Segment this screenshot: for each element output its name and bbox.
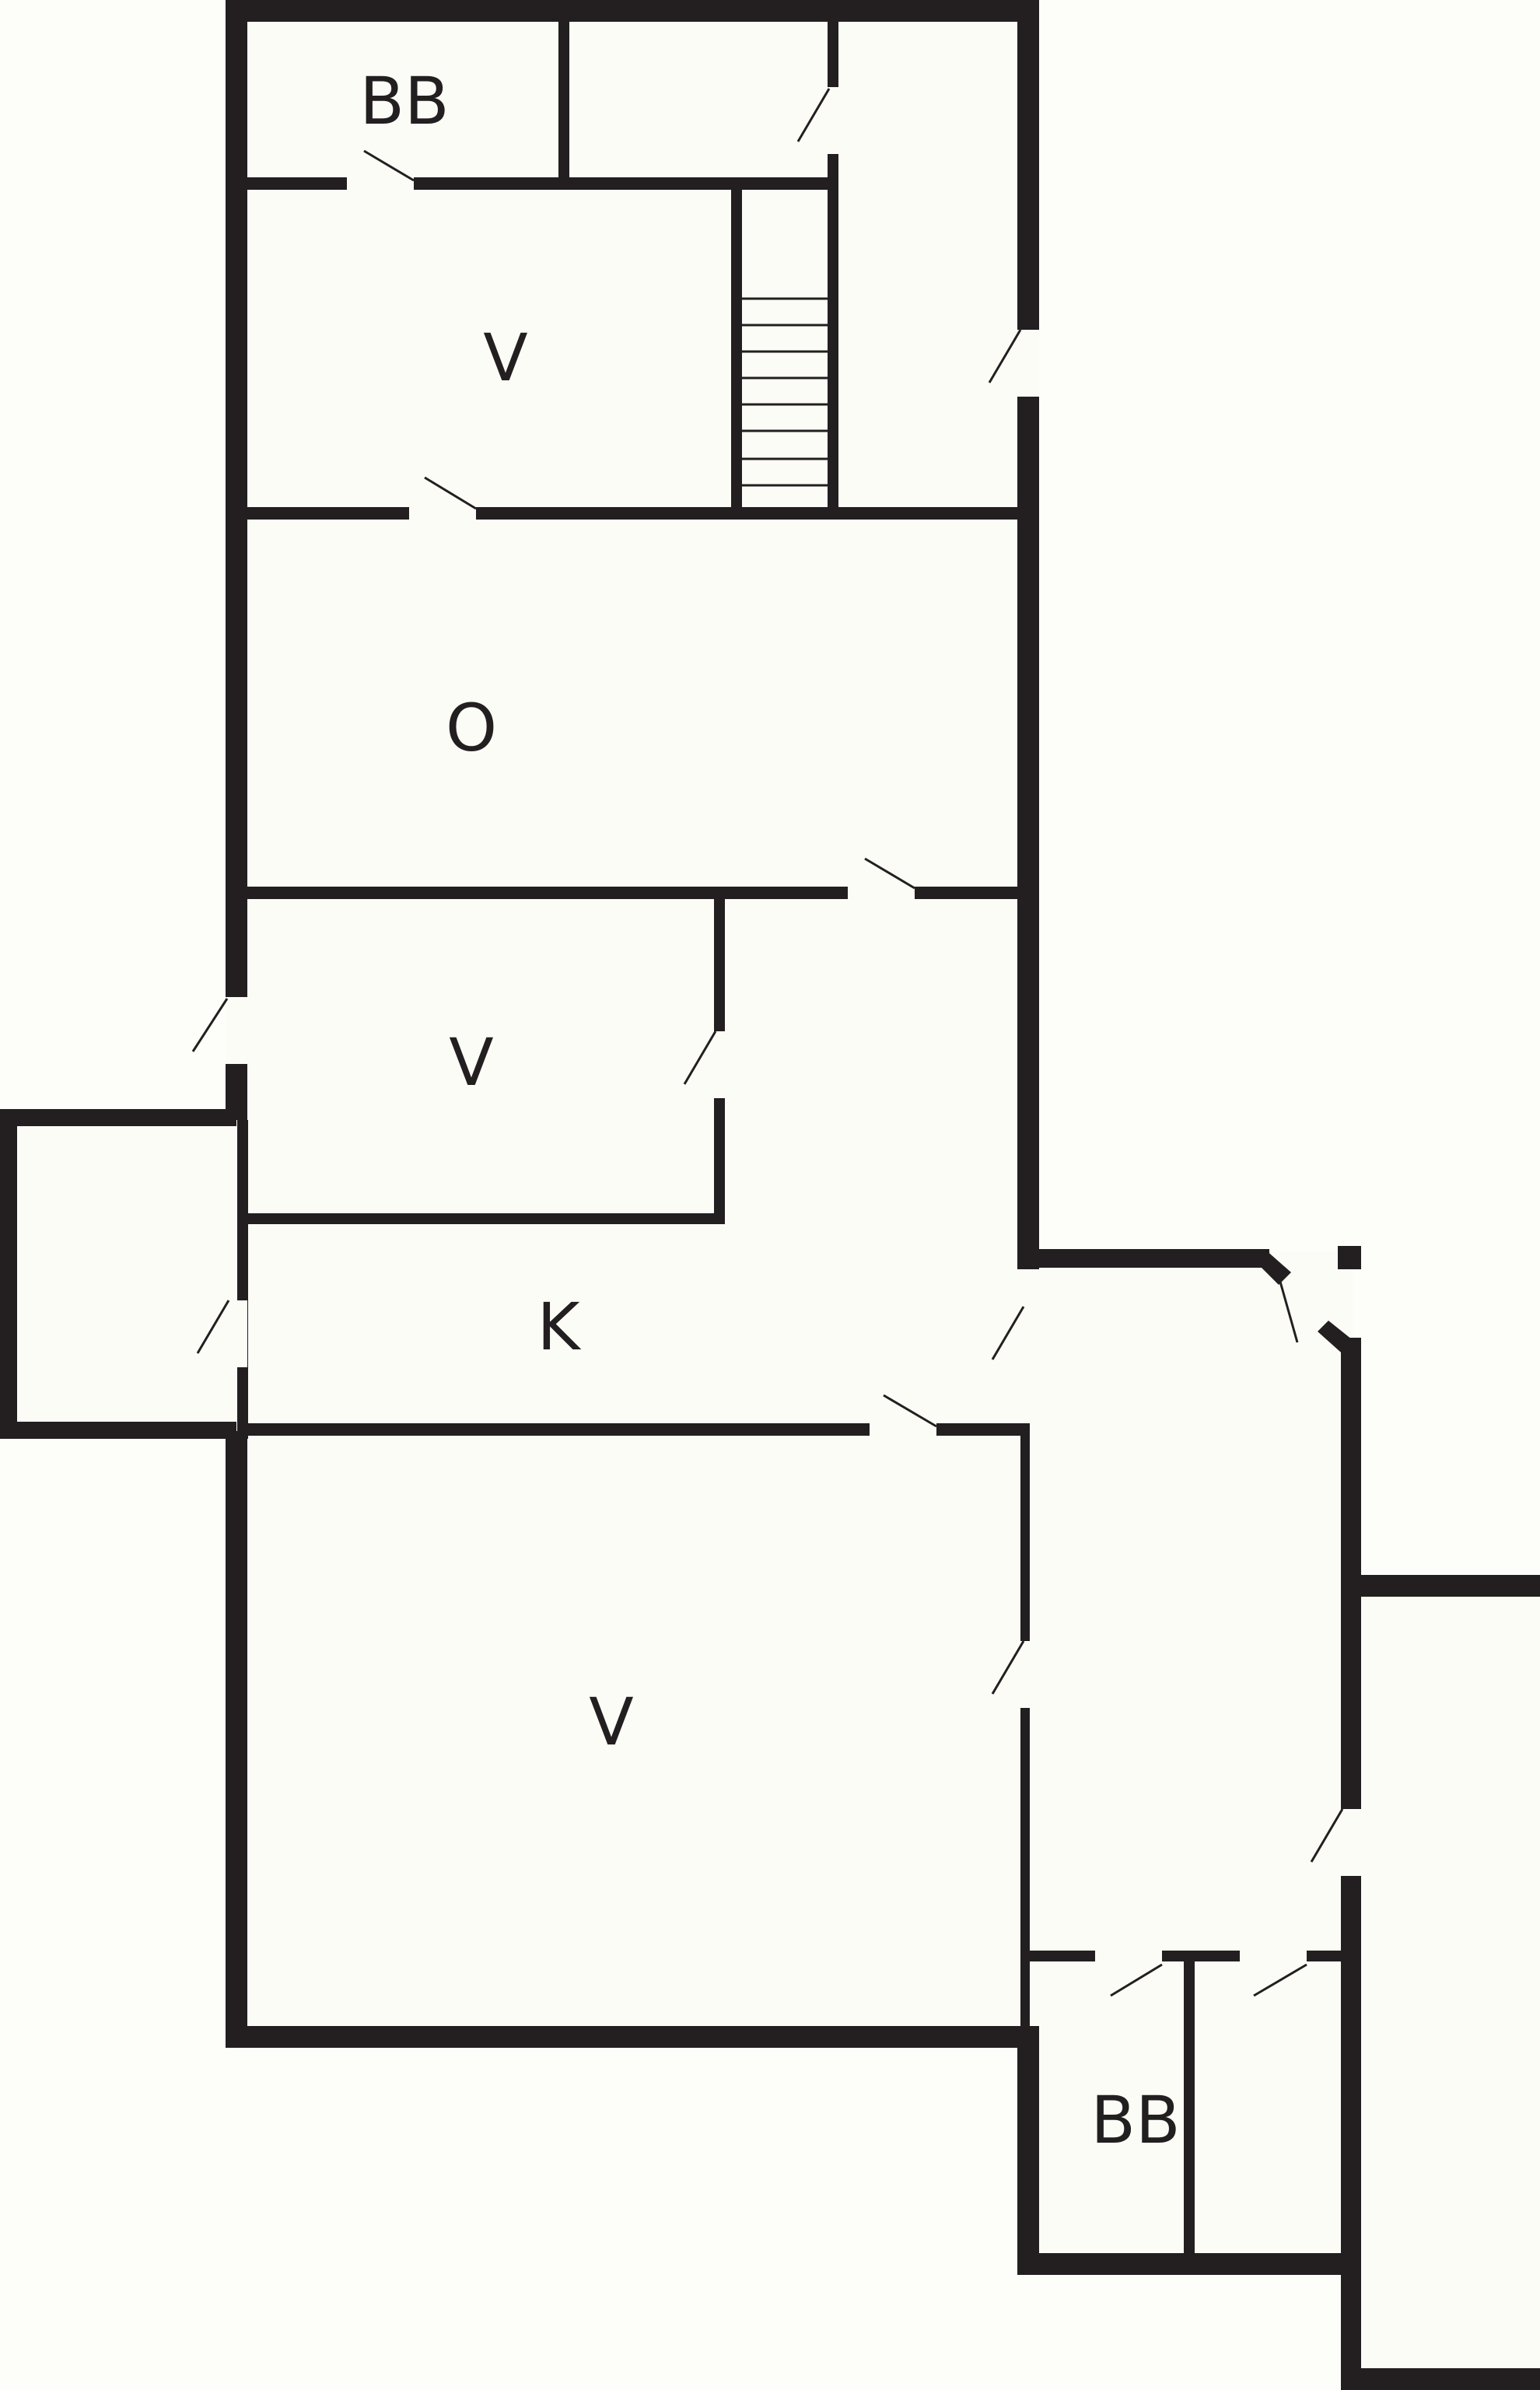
door-leaf-wing-corner: [1279, 1281, 1299, 1343]
wall-wing-corner-a: [1262, 1249, 1291, 1285]
wall-left-upper: [226, 0, 247, 1120]
door-gap-left-exterior: [226, 997, 247, 1064]
door-leaf-left-exterior: [191, 998, 229, 1052]
door-gap-v-large: [1017, 1641, 1033, 1708]
wall-wing-post: [1338, 1246, 1361, 1269]
door-leaf-o-bottom: [864, 857, 915, 890]
door-gap-right-upper: [1017, 330, 1039, 397]
door-leaf-annex: [196, 1300, 230, 1354]
wall-stair-left: [731, 190, 742, 520]
wall-bottom-main: [226, 2026, 1027, 2048]
door-gap-bb-top: [347, 177, 414, 190]
wall-v-middle-left: [237, 1120, 248, 1439]
room-label-v-upper: V: [483, 320, 527, 396]
door-leaf-top-middle: [796, 88, 831, 142]
wall-annex-bottom: [0, 1422, 236, 1439]
wall-k-bottom: [237, 1423, 1024, 1436]
wall-wing-top: [1017, 1249, 1269, 1268]
far-right-annex-fill: [1353, 1587, 1540, 2384]
room-labels: BB V O V K V BB: [359, 63, 1180, 2158]
door-gap-wing-right: [1341, 1809, 1361, 1876]
door-gap-v-middle: [714, 1031, 725, 1098]
door-leaf-wing-right: [1310, 1808, 1344, 1863]
door-leaf-v-upper: [424, 476, 477, 510]
room-fills: [9, 12, 1540, 2384]
wall-o-bottom: [247, 887, 1025, 899]
wall-annex-left: [0, 1109, 17, 1439]
door-gap-annex: [226, 1300, 247, 1367]
door-leaf-v-middle: [683, 1031, 717, 1085]
room-label-v-middle: V: [449, 1024, 493, 1101]
room-label-k: K: [537, 1289, 581, 1365]
door-gap-bb-bottom: [1095, 1951, 1162, 1961]
wall-top-row-bottom: [247, 177, 838, 190]
left-annex-fill: [9, 1120, 231, 1431]
wall-annex-top: [0, 1109, 236, 1126]
door-gap-k-bottom: [870, 1423, 936, 1436]
wall-o-top: [247, 507, 1025, 520]
door-gap-o-bottom: [848, 887, 915, 899]
wall-bb-right: [558, 22, 569, 177]
wall-far-right-bottom: [1341, 2368, 1540, 2390]
door-leaf-k-bottom: [883, 1394, 937, 1428]
room-label-bb-top: BB: [359, 63, 449, 139]
door-gap-v-upper: [409, 507, 476, 520]
wall-wing-left: [1020, 1423, 1030, 2030]
door-leaf-closet: [1253, 1963, 1307, 1997]
door-leaf-k-right: [991, 1306, 1025, 1360]
doors: [191, 87, 1361, 1997]
main-block-fill: [226, 12, 1034, 2042]
wall-top: [226, 0, 1039, 22]
door-leaf-bb-bottom: [1110, 1963, 1163, 1997]
door-gap-k-right: [1017, 1307, 1039, 1373]
room-label-o: O: [446, 690, 497, 766]
door-gap-top-middle: [828, 87, 838, 154]
room-label-bb-bottom: BB: [1090, 2082, 1180, 2158]
staircase: [742, 297, 828, 512]
wall-bb-divider: [1184, 1961, 1195, 2257]
wall-far-right-top: [1341, 1575, 1540, 1597]
door-leaf-right-upper: [988, 329, 1022, 383]
wall-right-upper: [1017, 0, 1039, 1269]
room-label-v-large: V: [589, 1684, 633, 1760]
door-gap-closet: [1240, 1951, 1307, 1961]
door-leaf-bb-top: [363, 149, 415, 182]
wall-left-lower: [226, 1431, 247, 2048]
wall-v-middle-bottom: [237, 1213, 725, 1224]
door-leaf-v-large: [991, 1640, 1025, 1695]
wall-bb-left: [1017, 2026, 1039, 2275]
